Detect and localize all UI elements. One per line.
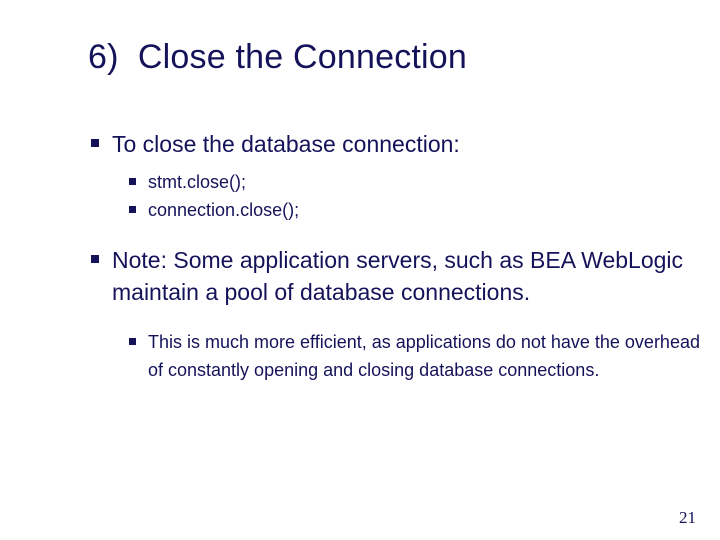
bullet-text: To close the database connection: [112, 131, 460, 157]
bullet-text: connection.close(); [148, 200, 300, 220]
page-number: 21 [679, 508, 696, 527]
spacer [0, 160, 720, 168]
bullet-connection-close: connection.close(); [0, 196, 720, 224]
spacer [0, 224, 720, 244]
square-bullet-icon [129, 206, 136, 213]
spacer [0, 308, 720, 328]
bullet-close-connection: To close the database connection: [0, 128, 720, 160]
bullet-text: Note: Some application servers, such as … [112, 247, 684, 305]
bullet-note-pooling: Note: Some application servers, such as … [0, 244, 720, 308]
square-bullet-icon [129, 178, 136, 185]
bullet-text: stmt.close(); [148, 172, 247, 192]
square-bullet-icon [129, 338, 136, 345]
bullet-text: This is much more efficient, as applicat… [148, 332, 700, 380]
bullet-efficiency: This is much more efficient, as applicat… [0, 328, 720, 384]
bullet-stmt-close: stmt.close(); [0, 168, 720, 196]
slide-title: 6) Close the Connection [88, 38, 468, 76]
square-bullet-icon [91, 255, 99, 263]
square-bullet-icon [91, 139, 99, 147]
slide-body: To close the database connection: stmt.c… [0, 128, 720, 384]
